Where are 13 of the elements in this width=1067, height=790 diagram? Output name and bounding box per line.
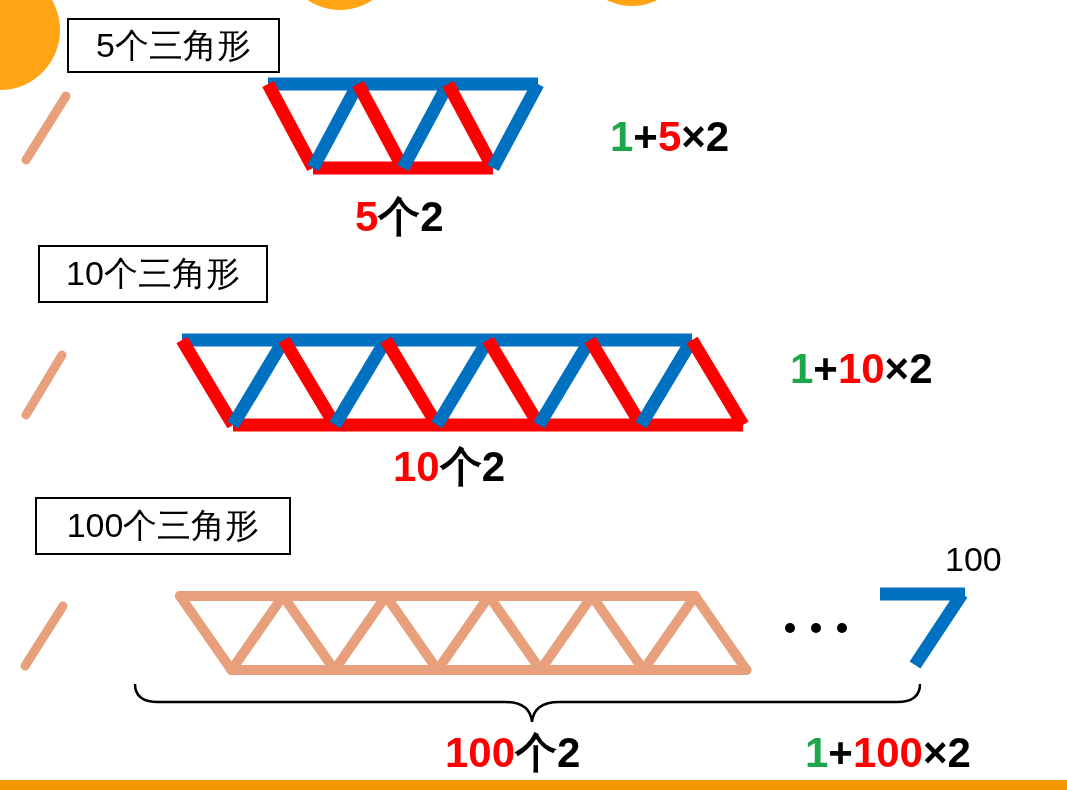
formula-text: 1+100×2 [805, 732, 971, 774]
box-title: 10个三角形 [66, 253, 240, 294]
exponent-text: 100 [945, 542, 1002, 576]
box-title: 5个三角形 [96, 24, 251, 66]
box-title: 100个三角形 [66, 505, 260, 546]
count-text: 5个2 [355, 196, 444, 238]
title-box [38, 245, 268, 303]
count-text: 10个2 [393, 446, 506, 488]
formula-text: 1+5×2 [610, 116, 730, 158]
formula-text: 1+10×2 [790, 348, 933, 390]
count-text: 100个2 [445, 732, 581, 774]
title-box [67, 18, 280, 73]
title-box [35, 497, 291, 555]
